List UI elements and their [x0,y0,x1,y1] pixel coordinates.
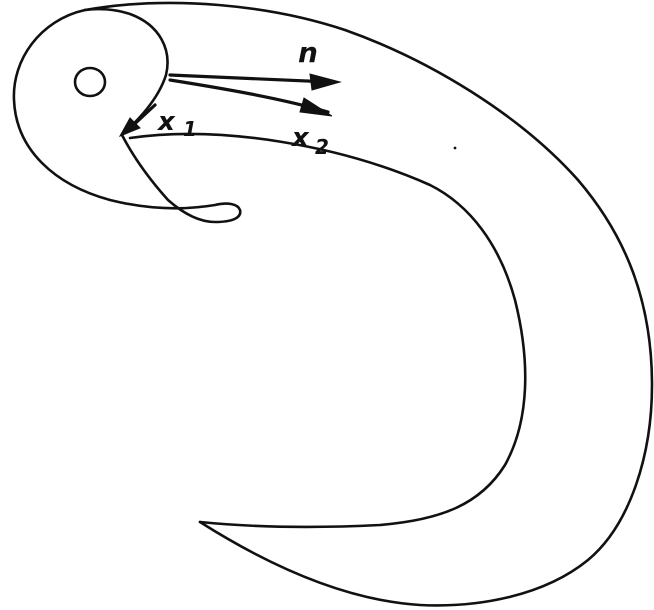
arrow-n-shaft [170,75,330,82]
outer-outline [85,3,652,605]
arrow-x2-head [300,98,332,116]
head-outline [14,10,240,222]
label-x1: x [156,107,176,137]
arrow-n-head [310,74,340,90]
label-x2-subscript: 2 [315,135,329,159]
label-x1-subscript: 1 [183,117,197,141]
stray-dot [454,147,457,150]
label-x2: x [290,123,310,153]
label-n: n [298,36,318,69]
head-inner-edge [85,9,168,135]
hole-circle [75,68,105,96]
inner-outline [130,134,525,527]
